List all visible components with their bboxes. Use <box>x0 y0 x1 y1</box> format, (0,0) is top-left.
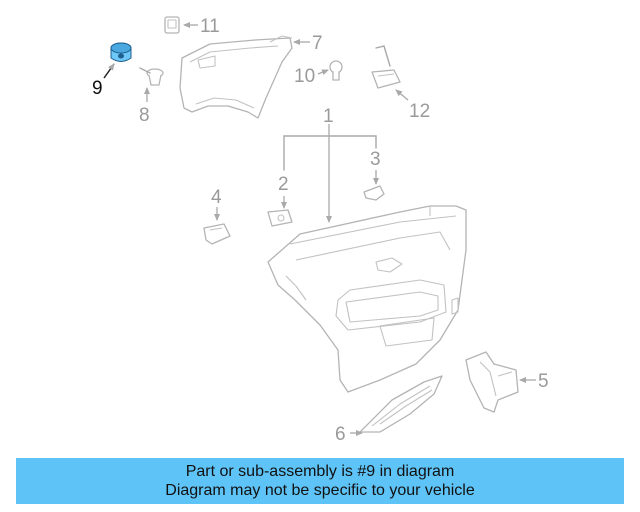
part-10-screw[interactable] <box>329 60 343 81</box>
callout-11[interactable]: 11 <box>200 16 220 37</box>
callout-10[interactable]: 10 <box>294 66 315 87</box>
callout-4[interactable]: 4 <box>211 187 222 208</box>
callout-5[interactable]: 5 <box>538 371 549 392</box>
part-2-bracket[interactable] <box>267 209 293 227</box>
info-banner: Part or sub-assembly is #9 in diagram Di… <box>16 458 624 504</box>
callout-1-bracket <box>283 124 377 223</box>
callout-7[interactable]: 7 <box>312 33 323 54</box>
upper-quarter-trim[interactable] <box>179 35 293 119</box>
banner-line-1: Part or sub-assembly is #9 in diagram <box>185 463 455 480</box>
part-12-handle[interactable] <box>371 45 401 89</box>
part-8-clip[interactable] <box>139 67 164 86</box>
callout-3[interactable]: 3 <box>370 149 381 170</box>
part-5-bracket[interactable] <box>465 351 519 413</box>
part-11-clip[interactable] <box>164 16 180 34</box>
parts-diagram: 9 8 11 7 10 12 1 <box>92 16 549 445</box>
callout-8[interactable]: 8 <box>139 105 150 126</box>
leader-10 <box>317 69 329 76</box>
part-4-cover[interactable] <box>203 223 231 245</box>
banner-line-2: Diagram may not be specific to your vehi… <box>165 482 475 499</box>
leader-12 <box>395 89 409 101</box>
part-6-speaker-grille[interactable] <box>359 375 443 433</box>
callout-2[interactable]: 2 <box>278 174 289 195</box>
leader-9 <box>103 63 115 79</box>
part-9-cap[interactable] <box>110 42 132 62</box>
callout-6[interactable]: 6 <box>335 424 346 445</box>
callout-9[interactable]: 9 <box>92 78 103 99</box>
callout-1[interactable]: 1 <box>323 106 334 127</box>
callout-12[interactable]: 12 <box>409 101 430 122</box>
lower-quarter-trim[interactable] <box>267 205 467 393</box>
part-3-clip[interactable] <box>363 185 385 201</box>
